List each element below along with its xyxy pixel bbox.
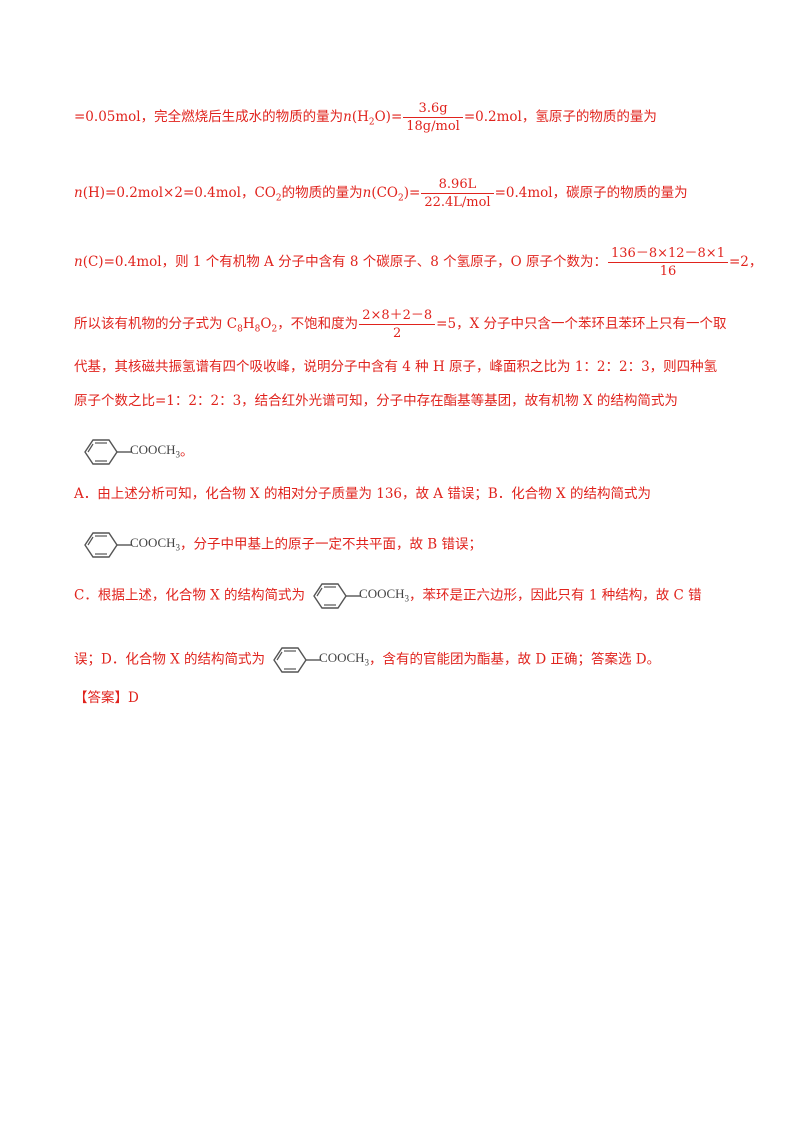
answer-value: D bbox=[128, 690, 139, 706]
paragraph-line-3: n(C)=0.4mol，则 1 个有机物 A 分子中含有 8 个碳原子、8 个氢… bbox=[74, 245, 763, 280]
paragraph-line-7: COOCH3 。 bbox=[76, 438, 194, 466]
benzene-structure: COOCH3 bbox=[305, 582, 409, 610]
benzene-ring-icon bbox=[84, 439, 132, 465]
paragraph-line-8: A．由上述分析可知，化合物 X 的相对分子质量为 136，故 A 错误；B．化合… bbox=[74, 486, 651, 502]
answer-line: 【答案】D bbox=[74, 688, 139, 708]
paragraph-line-10: C．根据上述，化合物 X 的结构简式为 COOCH3 ，苯环是正六边形，因此只有… bbox=[74, 582, 702, 610]
benzene-ring-icon bbox=[84, 532, 132, 558]
benzene-ring-icon bbox=[273, 647, 322, 673]
paragraph-line-6: 原子个数之比=1：2：2：3，结合红外光谱可知，分子中存在酯基等基团，故有机物 … bbox=[74, 393, 678, 409]
benzene-structure: COOCH3 bbox=[76, 438, 180, 466]
benzene-structure: COOCH3 bbox=[76, 531, 180, 559]
answer-label: 【答案】 bbox=[74, 690, 128, 706]
paragraph-line-5: 代基，其核磁共振氢谱有四个吸收峰，说明分子中含有 4 种 H 原子，峰面积之比为… bbox=[74, 359, 718, 375]
paragraph-line-9: COOCH3 ，分子中甲基上的原子一定不共平面，故 B 错误； bbox=[76, 531, 482, 559]
paragraph-line-11: 误；D．化合物 X 的结构简式为 COOCH3 ，含有的官能团为酯基，故 D 正… bbox=[74, 646, 660, 674]
benzene-structure: COOCH3 bbox=[265, 646, 369, 674]
paragraph-line-2: n(H)=0.2mol×2=0.4mol，CO2的物质的量为n(CO2)=8.9… bbox=[74, 176, 688, 211]
benzene-ring-icon bbox=[313, 583, 362, 609]
